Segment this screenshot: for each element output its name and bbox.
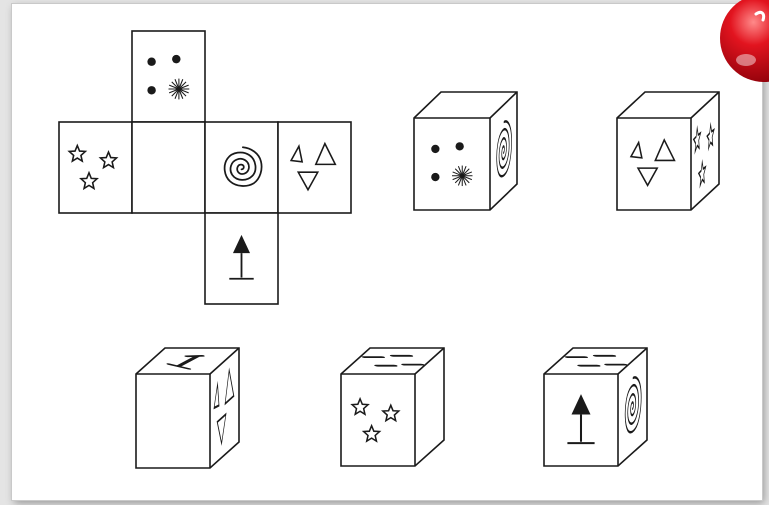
net-face-right xyxy=(278,122,351,213)
red-ball-icon xyxy=(712,0,769,82)
option-cube-3[interactable] xyxy=(136,348,239,468)
cube-folding-puzzle xyxy=(12,4,762,500)
option-cube-1[interactable] xyxy=(414,92,517,210)
puzzle-panel xyxy=(12,4,762,500)
net-face-top xyxy=(132,31,205,122)
option-cube-4[interactable] xyxy=(341,348,444,466)
option-cube-5[interactable] xyxy=(544,348,647,466)
option-cube-2[interactable] xyxy=(617,92,719,210)
net-face-left xyxy=(59,122,132,213)
net-face-center xyxy=(132,122,205,213)
net-face-front xyxy=(205,122,278,213)
